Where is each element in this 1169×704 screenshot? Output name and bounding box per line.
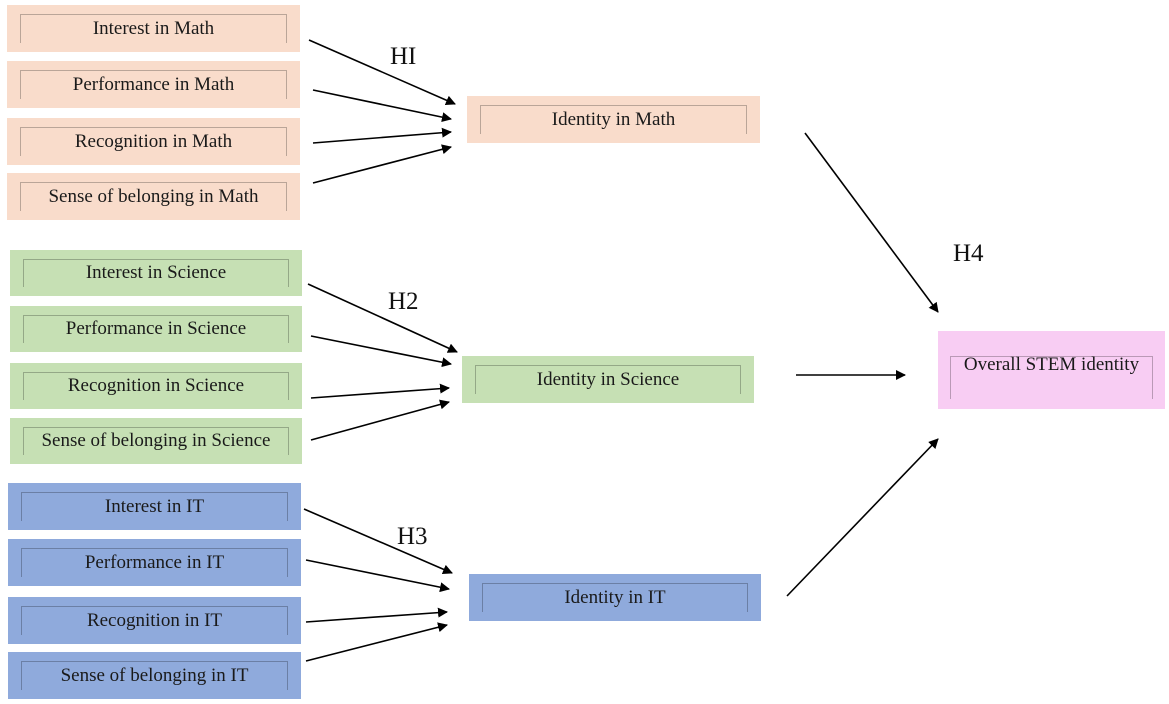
science-interest-label: Interest in Science [85, 262, 227, 283]
it-recognition-box: Recognition in IT [8, 597, 301, 644]
science-belonging-box: Sense of belonging in Science [10, 418, 302, 464]
math-performance-box: Performance in Math [7, 61, 300, 108]
identity-science-label: Identity in Science [536, 368, 680, 390]
it-performance-box: Performance in IT [8, 539, 301, 586]
it-performance-label: Performance in IT [84, 551, 225, 573]
science-performance-label: Performance in Science [65, 318, 247, 339]
overall-stem-identity-box: Overall STEM identity [938, 331, 1165, 409]
identity-it-label: Identity in IT [564, 586, 666, 608]
identity-science-box: Identity in Science [462, 356, 754, 403]
arrow-identity-math-to-stem [804, 132, 939, 313]
hypothesis-label-science: H2 [388, 288, 419, 315]
it-interest-box: Interest in IT [8, 483, 301, 530]
arrow-science-performance [310, 335, 452, 368]
math-interest-box: Interest in Math [7, 5, 300, 52]
arrow-math-performance [312, 89, 452, 123]
math-performance-label: Performance in Math [72, 73, 235, 95]
arrow-math-interest [308, 39, 456, 105]
science-recognition-label: Recognition in Science [67, 375, 245, 396]
arrow-math-belonging [312, 144, 452, 184]
math-interest-label: Interest in Math [92, 17, 215, 39]
math-recognition-box: Recognition in Math [7, 118, 300, 165]
math-belonging-label: Sense of belonging in Math [48, 185, 259, 207]
overall-stem-identity-label: Overall STEM identity [963, 354, 1140, 375]
identity-math-box: Identity in Math [467, 96, 760, 143]
hypothesis-label-math: HI [390, 43, 417, 70]
arrow-math-recognition [312, 127, 452, 144]
arrow-science-recognition [310, 383, 450, 399]
arrow-it-belonging [305, 622, 448, 662]
arrow-it-recognition [305, 607, 448, 623]
hypothesis-label-it: H3 [397, 523, 428, 550]
identity-it-box: Identity in IT [469, 574, 761, 621]
arrow-it-performance [305, 559, 450, 593]
science-belonging-label: Sense of belonging in Science [41, 430, 271, 451]
arrow-identity-it-to-stem [786, 438, 939, 597]
identity-math-label: Identity in Math [551, 108, 676, 130]
math-recognition-label: Recognition in Math [74, 130, 233, 152]
arrow-science-interest [307, 283, 458, 353]
hypothesis-label-stem: H4 [953, 240, 984, 267]
science-recognition-box: Recognition in Science [10, 363, 302, 409]
it-interest-label: Interest in IT [104, 495, 205, 517]
arrow-science-belonging [310, 399, 450, 441]
math-belonging-box: Sense of belonging in Math [7, 173, 300, 220]
science-interest-box: Interest in Science [10, 250, 302, 296]
it-belonging-box: Sense of belonging in IT [8, 652, 301, 699]
arrow-it-interest [303, 508, 453, 575]
science-performance-box: Performance in Science [10, 306, 302, 352]
it-recognition-label: Recognition in IT [86, 609, 223, 631]
it-belonging-label: Sense of belonging in IT [60, 664, 249, 686]
